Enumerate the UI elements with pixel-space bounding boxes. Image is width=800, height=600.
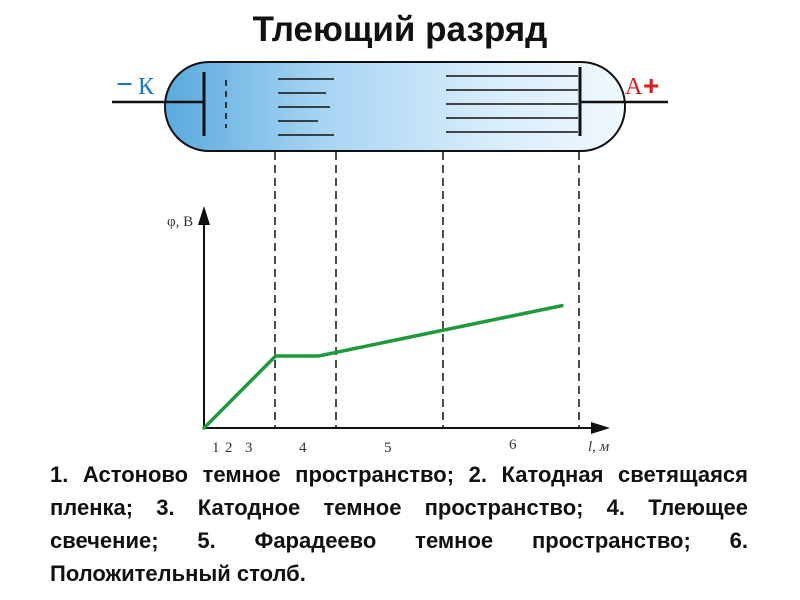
glow-discharge-diagram: − К А + φ, В l, м 1 2 3 4 5 6	[112, 61, 668, 456]
region-label: 3	[245, 440, 253, 456]
cathode-label: К	[138, 74, 155, 100]
legend-caption: 1. Астоново темное пространство; 2. Като…	[50, 462, 748, 586]
discharge-tube	[112, 61, 668, 152]
chart-axes	[198, 206, 610, 434]
region-label: 5	[384, 440, 392, 456]
region-boundaries	[274, 152, 580, 428]
region-label: 4	[299, 440, 307, 456]
positive-column-lines	[446, 75, 578, 133]
page-title: Тлеющий разряд	[252, 10, 548, 49]
anode-sign: +	[643, 70, 659, 101]
cathode-sign: −	[116, 68, 133, 101]
region-label: 1	[212, 440, 220, 456]
x-axis-arrow	[591, 422, 610, 434]
anode-label: А	[625, 74, 643, 100]
region-labels: 1 2 3 4 5 6	[212, 437, 517, 456]
negative-glow-lines	[278, 78, 334, 136]
y-axis-label: φ, В	[167, 214, 193, 230]
x-axis-label: l, м	[588, 439, 610, 455]
region-label: 6	[509, 437, 517, 453]
tube-body	[164, 61, 626, 152]
region-label: 2	[225, 440, 233, 456]
potential-curve	[202, 303, 564, 430]
y-axis-arrow	[198, 206, 210, 225]
